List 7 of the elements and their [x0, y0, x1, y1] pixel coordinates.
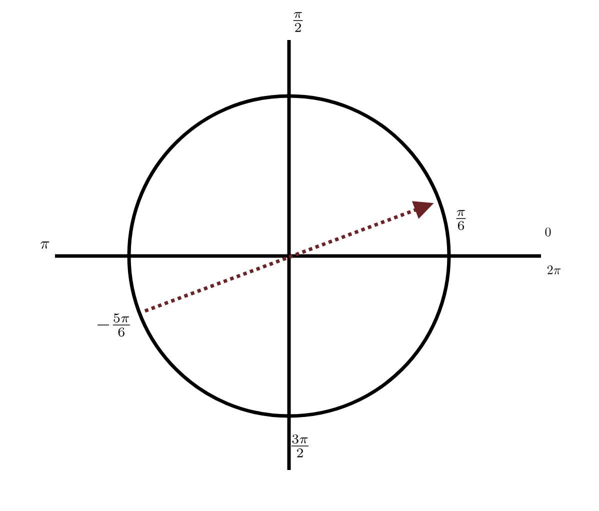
axis-label: $\pi$: [40, 242, 50, 249]
axis-label: $0$: [545, 228, 551, 236]
axis-label: $\frac{3\pi}{2}$: [292, 434, 308, 458]
axis-label: $\frac{\pi}{2}$: [293, 12, 303, 32]
axis-label: $2\pi$: [547, 266, 561, 274]
axis-label: $\frac{\pi}{6}$: [456, 210, 466, 230]
axis-label: $-\frac{5\pi}{6}$: [97, 313, 130, 337]
